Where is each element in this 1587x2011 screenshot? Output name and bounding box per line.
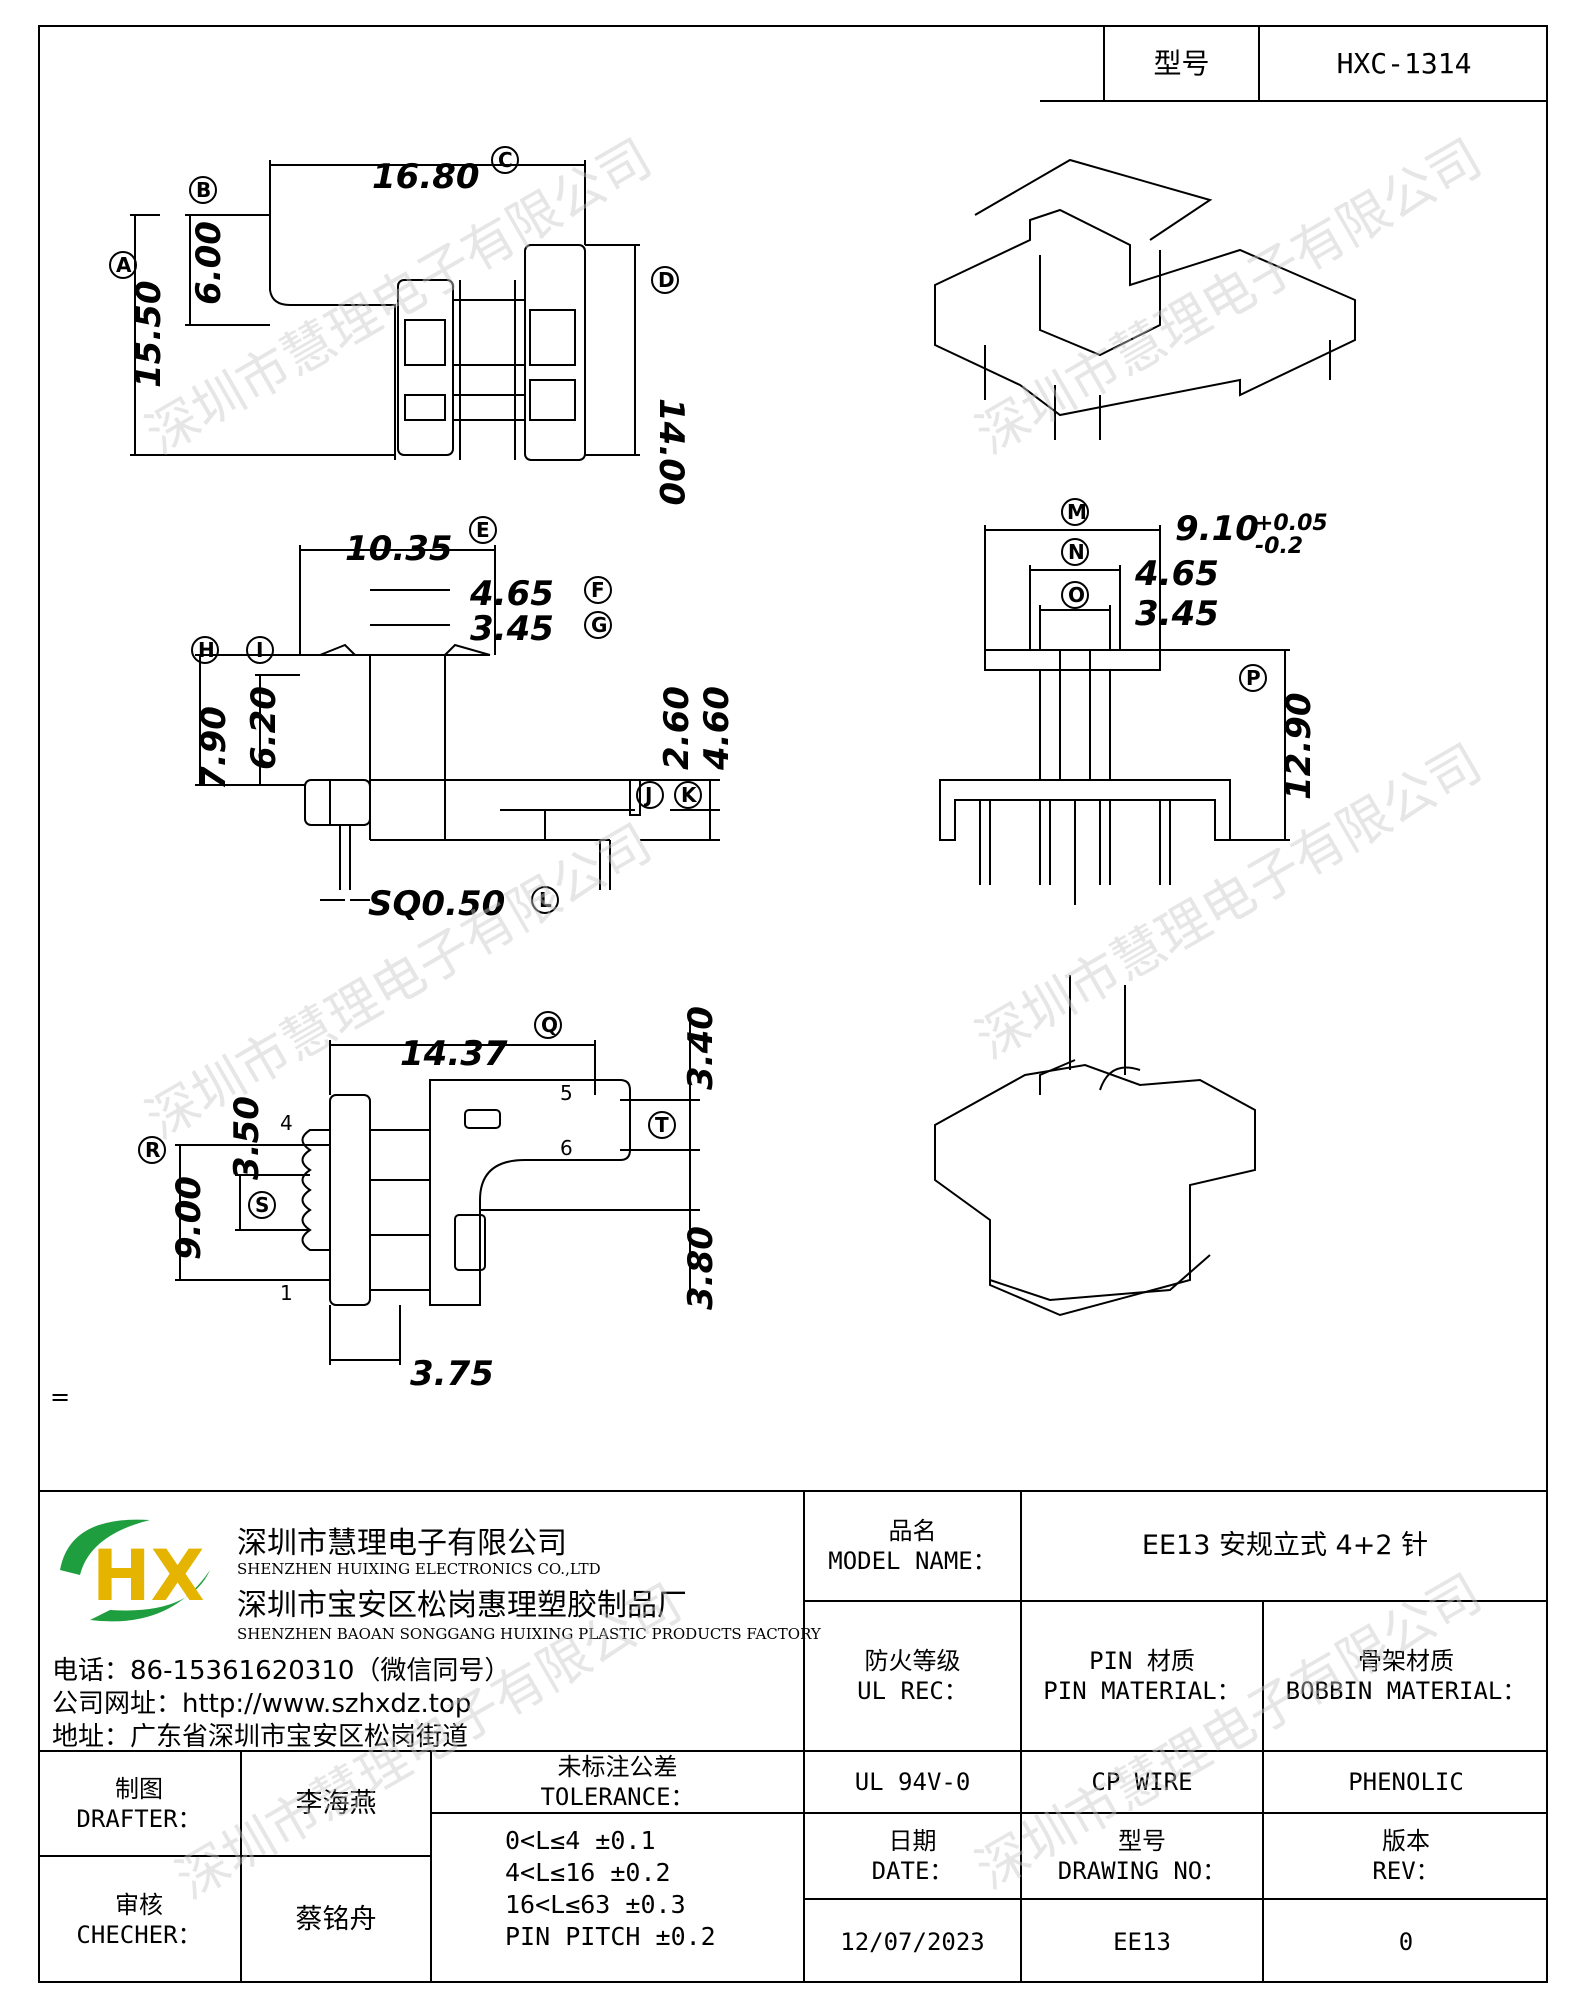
company-name-en: SHENZHEN HUIXING ELECTRONICS CO.,LTD bbox=[237, 1560, 601, 1578]
title-watermarks: 深圳市慧理电子有限公司 深圳市慧理电子有限公司 bbox=[167, 1563, 1492, 1911]
svg-text:O: O bbox=[1068, 583, 1085, 607]
dim-b: 6.00 bbox=[189, 221, 229, 305]
right-view bbox=[939, 525, 1290, 905]
company-name-cn: 深圳市慧理电子有限公司 bbox=[237, 1526, 567, 1561]
pin-4: 4 bbox=[280, 1111, 293, 1135]
svg-text:G: G bbox=[591, 613, 607, 637]
watermark: 深圳市慧理电子有限公司 bbox=[137, 813, 662, 1151]
company-address: 地址：广东省深圳市宝安区松岗街道 bbox=[52, 1722, 469, 1752]
svg-text:S: S bbox=[255, 1193, 269, 1217]
model-value: HXC-1314 bbox=[1336, 46, 1472, 80]
dim-c: 16.80 bbox=[372, 157, 480, 197]
drawing-frame bbox=[38, 25, 1548, 1983]
svg-text:L: L bbox=[539, 888, 552, 912]
dim-e: 10.35 bbox=[345, 529, 453, 569]
model-name-value: EE13 安规立式 4+2 针 bbox=[1141, 1530, 1429, 1561]
note: = bbox=[50, 1383, 70, 1411]
svg-text:N: N bbox=[1068, 540, 1085, 564]
drawing-no-value: EE13 bbox=[1113, 1927, 1171, 1956]
dimension-texts: 16.80 15.50 6.00 14.00 10.35 4.65 3.45 7… bbox=[129, 157, 1328, 1394]
dim-f: 4.65 bbox=[469, 574, 554, 614]
watermark: 深圳市慧理电子有限公司 bbox=[167, 1573, 692, 1911]
side-view bbox=[130, 160, 640, 461]
dim-m-minus: -0.2 bbox=[1255, 534, 1303, 559]
svg-text:A: A bbox=[116, 253, 132, 277]
dim-k: 4.60 bbox=[697, 686, 737, 771]
technical-drawing: 16.80 15.50 6.00 14.00 10.35 4.65 3.45 7… bbox=[50, 128, 1492, 1411]
dim-r: 9.00 bbox=[169, 1176, 209, 1260]
front-view bbox=[195, 545, 720, 901]
tolerance-line: PIN PITCH ±0.2 bbox=[505, 1922, 716, 1951]
svg-text:K: K bbox=[681, 783, 698, 807]
factory-name-en: SHENZHEN BAOAN SONGGANG HUIXING PLASTIC … bbox=[237, 1625, 821, 1643]
dim-v: 3.75 bbox=[410, 1354, 494, 1394]
drafter-name: 李海燕 bbox=[295, 1787, 377, 1819]
pin-material-value: CP WIRE bbox=[1091, 1768, 1193, 1796]
bottom-view bbox=[175, 1010, 700, 1365]
svg-text:B: B bbox=[196, 178, 211, 202]
tolerance-line: 4<L≤16 ±0.2 bbox=[505, 1858, 671, 1887]
svg-text:E: E bbox=[476, 518, 490, 542]
watermark: 深圳市慧理电子有限公司 bbox=[967, 1563, 1492, 1901]
pin-1: 1 bbox=[280, 1281, 293, 1305]
dim-l: SQ0.50 bbox=[368, 884, 505, 924]
svg-text:J: J bbox=[643, 783, 652, 807]
svg-text:HX: HX bbox=[92, 1535, 205, 1617]
dim-g: 3.45 bbox=[470, 609, 554, 649]
watermark: 深圳市慧理电子有限公司 bbox=[967, 128, 1492, 466]
dim-p: 12.90 bbox=[1279, 692, 1319, 800]
dim-d: 14.00 bbox=[651, 398, 691, 506]
company-phone: 电话：86-15361620310（微信同号） bbox=[52, 1656, 511, 1686]
tolerance-line: 16<L≤63 ±0.3 bbox=[505, 1890, 686, 1919]
dim-h: 7.90 bbox=[194, 706, 234, 790]
bobbin-material-value: PHENOLIC bbox=[1348, 1768, 1464, 1796]
dim-s: 3.50 bbox=[227, 1096, 267, 1180]
svg-text:M: M bbox=[1067, 500, 1087, 524]
svg-text:P: P bbox=[1246, 666, 1261, 690]
company-logo: HX bbox=[60, 1519, 210, 1622]
pin-5: 5 bbox=[560, 1081, 573, 1105]
ul-value: UL 94V-0 bbox=[854, 1768, 971, 1796]
dim-u: 3.80 bbox=[681, 1226, 721, 1310]
svg-text:D: D bbox=[658, 268, 675, 292]
isometric-top bbox=[934, 158, 1356, 440]
dim-m-plus: +0.05 bbox=[1255, 511, 1328, 536]
dim-n: 4.65 bbox=[1134, 554, 1219, 594]
model-label: 型号 bbox=[1153, 46, 1210, 80]
svg-text:T: T bbox=[655, 1113, 669, 1137]
pin-6: 6 bbox=[560, 1136, 573, 1160]
rev-value: 0 bbox=[1398, 1927, 1414, 1956]
dim-t: 3.40 bbox=[681, 1006, 721, 1090]
factory-name-cn: 深圳市宝安区松岗惠理塑胶制品厂 bbox=[237, 1588, 687, 1623]
svg-text:R: R bbox=[145, 1138, 160, 1162]
watermarks: 深圳市慧理电子有限公司 深圳市慧理电子有限公司 深圳市慧理电子有限公司 深圳市慧… bbox=[137, 128, 1492, 1151]
date-value: 12/07/2023 bbox=[840, 1927, 985, 1956]
isometric-bottom bbox=[934, 975, 1256, 1317]
svg-text:H: H bbox=[198, 638, 215, 662]
dim-o: 3.45 bbox=[1135, 594, 1219, 634]
dim-q: 14.37 bbox=[400, 1034, 508, 1074]
dim-m: 9.10 bbox=[1175, 509, 1259, 549]
svg-text:I: I bbox=[256, 638, 263, 662]
svg-text:F: F bbox=[591, 578, 605, 602]
dim-i: 6.20 bbox=[244, 686, 284, 770]
dim-j: 2.60 bbox=[657, 686, 697, 770]
dimension-letters: A B C D E F G H I J K L M N O P Q R S T bbox=[109, 146, 1267, 1219]
svg-text:Q: Q bbox=[541, 1013, 558, 1037]
company-web: 公司网址：http://www.szhxdz.top bbox=[52, 1689, 472, 1719]
dim-a: 15.50 bbox=[129, 280, 169, 388]
checker-name: 蔡铭舟 bbox=[295, 1904, 377, 1935]
svg-text:C: C bbox=[498, 148, 513, 172]
tolerance-line: 0<L≤4 ±0.1 bbox=[505, 1826, 656, 1855]
